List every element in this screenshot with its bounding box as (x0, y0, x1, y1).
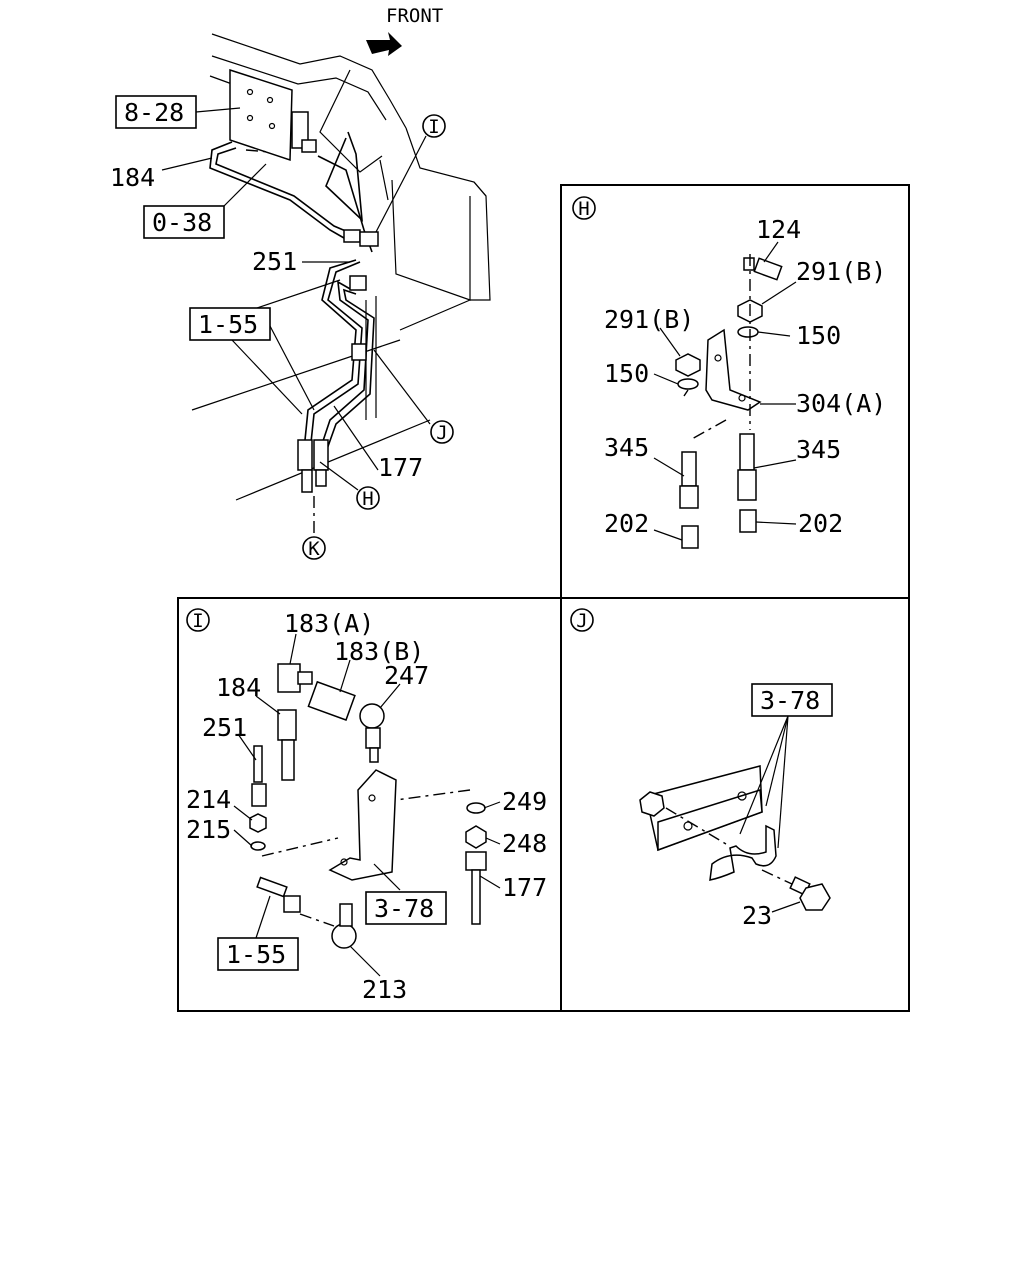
label-291b-right: 291(B) (796, 257, 886, 286)
lower-connectors (297, 439, 329, 493)
callout-251: 251 (252, 247, 297, 276)
callout-177: 177 (378, 453, 423, 482)
label-202-right: 202 (798, 509, 843, 538)
panel-i-marker: I (192, 610, 203, 632)
main-leaders (161, 107, 431, 540)
detail-panel-i: I 3-78 (177, 597, 562, 1012)
label-215: 215 (186, 815, 231, 844)
ref-0-38[interactable]: 0-38 (143, 205, 225, 239)
callout-184: 184 (110, 163, 155, 192)
label-150-right: 150 (796, 321, 841, 350)
ref-8-28[interactable]: 8-28 (115, 95, 197, 129)
label-150-left: 150 (604, 359, 649, 388)
label-291b-left: 291(B) (604, 305, 694, 334)
label-124: 124 (756, 215, 801, 244)
panel-h-marker-circle (572, 196, 596, 220)
ref-1-55-panel-i-label: 1-55 (226, 940, 286, 969)
panel-j-leaders (665, 715, 801, 913)
label-247: 247 (384, 661, 429, 690)
label-249: 249 (502, 787, 547, 816)
label-183a: 183(A) (284, 609, 374, 638)
label-345-right: 345 (796, 435, 841, 464)
detail-marker-j[interactable]: J (430, 420, 454, 444)
label-251: 251 (202, 713, 247, 742)
detail-marker-k-label: K (308, 538, 320, 560)
detail-marker-j-label: J (436, 422, 447, 444)
ref-3-78-panel-i-label: 3-78 (374, 894, 434, 923)
ref-3-78-panel-i[interactable]: 3-78 (365, 891, 447, 925)
ref-8-28-label: 8-28 (124, 98, 184, 127)
panel-i-marker-circle (186, 608, 210, 632)
ref-3-78-panel-j[interactable]: 3-78 (751, 683, 833, 717)
front-label: FRONT (386, 5, 443, 27)
detail-panel-j: J 3-78 23 (560, 597, 910, 1012)
front-arrow-icon (366, 32, 402, 56)
ref-1-55-panel-i[interactable]: 1-55 (217, 937, 299, 971)
panel-h-marker: H (578, 198, 589, 220)
label-213: 213 (362, 975, 407, 1004)
label-248: 248 (502, 829, 547, 858)
label-345-left: 345 (604, 433, 649, 462)
ref-3-78-panel-j-label: 3-78 (760, 686, 820, 715)
label-23: 23 (742, 901, 772, 930)
label-177: 177 (502, 873, 547, 902)
detail-marker-h[interactable]: H (356, 486, 380, 510)
detail-panel-h: H (560, 184, 910, 599)
detail-marker-i[interactable]: I (422, 114, 446, 138)
detail-marker-k[interactable]: K (302, 536, 326, 560)
label-183b: 183(B) (334, 637, 424, 666)
mounting-plate (229, 68, 317, 162)
panel-j-marker-circle (570, 608, 594, 632)
main-view: FRONT (110, 5, 491, 560)
label-202-left: 202 (604, 509, 649, 538)
ref-1-55[interactable]: 1-55 (189, 307, 271, 341)
label-214: 214 (186, 785, 231, 814)
detail-marker-h-label: H (362, 488, 373, 510)
detail-marker-i-label: I (428, 116, 439, 138)
ref-1-55-label: 1-55 (198, 310, 258, 339)
label-304a: 304(A) (796, 389, 886, 418)
pipe-routing (209, 131, 379, 453)
label-184: 184 (216, 673, 261, 702)
panel-j-marker: J (576, 610, 587, 632)
ref-0-38-label: 0-38 (152, 208, 212, 237)
panel-h-leaders (653, 241, 797, 541)
panel-i-leaders (233, 633, 501, 977)
